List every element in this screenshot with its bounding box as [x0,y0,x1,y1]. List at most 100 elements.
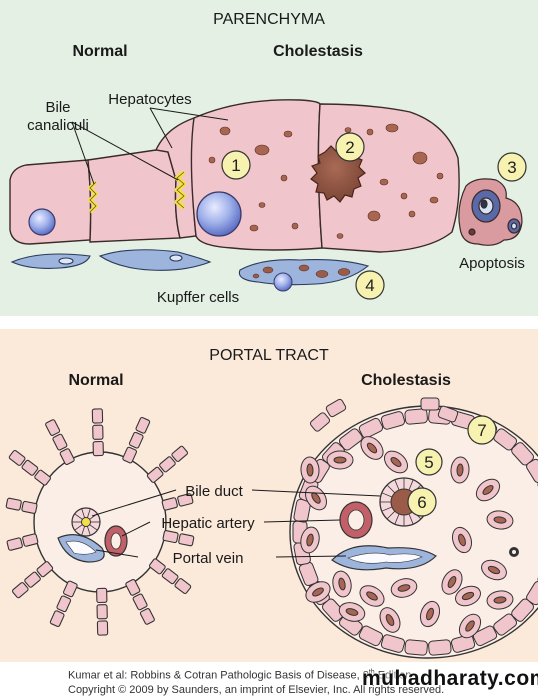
ductule-lumen [390,457,402,467]
hepatocyte-plate-cell [128,431,144,449]
hepatocyte-plate-cell [6,537,23,551]
kupffer-nucleus [273,272,293,292]
hepatocyte-plate-cell [8,449,26,466]
credit-line-2: Copyright © 2009 by Saunders, an imprint… [68,684,445,696]
ductule-lumen [366,442,378,454]
hepatocyte-plate-cell [162,530,179,544]
hepatocyte-plate-cell [22,533,39,547]
ductular-segment [450,634,476,653]
parenchyma-leader-lines [71,107,229,185]
bile-pigment-granules [208,123,444,239]
ductular-segment [380,411,406,430]
hepatocyte-plate-cell [36,561,54,578]
ductular-proliferation [292,397,538,656]
ductular-segment [358,417,384,439]
portal-tract-title: PORTAL TRACT [209,347,329,364]
proliferating-ductules [300,436,514,639]
bile-duct-label: Bile duct [185,483,243,500]
credit-edition-suffix: th [368,669,375,676]
epithelial-cell-border [408,513,414,525]
ductule-lumen [456,463,464,477]
portal-vein-label: Portal vein [173,550,244,567]
epithelial-cell-border [74,513,83,520]
svg-text:4: 4 [365,276,374,295]
watermark: muhadharaty.com [362,667,538,690]
normal-portal-tract [5,408,195,636]
portal-cholestasis-label: Cholestasis [361,372,451,389]
ductule-lumen [397,584,411,592]
ductular-segment [472,625,498,647]
ductular-segment [493,428,518,451]
parenchyma-title: PARENCHYMA [213,11,325,28]
hepatocyte-plate-cell [177,493,194,507]
marker-2: 2 [335,132,365,162]
hepatocyte-plate-cell [96,604,108,620]
svg-text:1: 1 [231,156,240,175]
marker-4: 4 [355,270,385,300]
ductular-segment [526,458,538,483]
epithelial-cell-border [381,492,393,498]
epithelial-cell-border [81,526,85,536]
hepatocyte-plate-cell [122,446,137,464]
ductule-lumen [306,533,314,547]
ductular-segment [428,639,452,656]
hepatocyte-plate-cell [56,595,72,613]
ductule-lumen [366,591,378,601]
svg-text:2: 2 [345,138,354,157]
figure-credit: Kumar et al: Robbins & Cotran Pathologic… [0,662,538,700]
marker-7: 7 [467,415,497,445]
hepatocyte-plate-cell [52,433,68,451]
svg-text:6: 6 [417,493,426,512]
cholestatic-nucleus [196,191,242,237]
ductule-lumen [482,485,494,495]
marker-6: 6 [407,487,437,517]
marker-3: 3 [497,152,527,182]
hepatocyte-plate-cell [161,568,179,585]
hepatocyte-plate-cell [96,620,109,636]
hepatocyte-plate-cell [91,408,104,424]
hepatic-artery-label: Hepatic artery [161,515,255,532]
normal-hepatocyte-2 [87,148,181,243]
hepatocyte-plate-cell [132,593,148,611]
marker-5: 5 [415,448,443,476]
ductule-lumen [447,576,457,588]
sinusoid-lining [10,249,370,286]
epithelial-cell-border [394,479,400,491]
ductule-lumen [306,463,314,477]
ductule-lumen [465,620,475,632]
ductular-segment [358,625,384,647]
normal-nucleus [28,208,56,236]
hepatocyte-plate-cell [96,587,108,604]
endothelial-cell-2 [98,249,212,271]
hepatocyte-plate-cell [49,610,65,628]
hepatocyte-plate-cell [171,445,189,462]
portal-normal-label: Normal [68,372,123,389]
portal-leader-lines [91,489,381,558]
apoptotic-body [458,178,523,246]
endothelial-cell-1 [10,253,91,269]
hepatocyte-plate-cell [21,459,39,476]
epithelial-cell-border [89,524,98,531]
kupffer-bile-pigment [252,264,351,279]
hepatocyte-plate-cell [45,419,61,436]
ductular-segment [309,412,331,432]
ductular-segment [493,613,518,636]
hepatocyte-plate-cell [11,582,29,599]
hepatocytes-label: Hepatocytes [108,91,191,108]
apoptosis-label: Apoptosis [459,255,525,272]
ductule-lumen [487,565,501,575]
epithelial-cell-border [81,508,85,518]
hepatocyte-plate-cell [159,456,176,473]
ductular-segment [404,408,428,425]
ductule-lumen [385,613,395,627]
ductule-lumen [345,608,359,616]
marker-1: 1 [221,150,251,180]
svg-text:7: 7 [477,421,486,440]
hepatocyte-plate-cell [146,466,164,483]
cholestatic-portal-tract [289,397,538,659]
ductule-lumen [493,516,507,524]
bile-canaliculus-dilated-outline [176,171,185,209]
hepatocyte-plate-cell [24,571,41,588]
epithelial-cell-border [87,508,91,518]
